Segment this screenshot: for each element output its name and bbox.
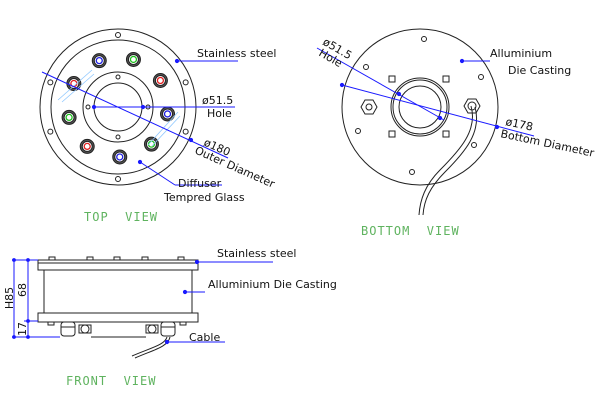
screw xyxy=(85,104,91,110)
led-green xyxy=(125,51,141,67)
bottom-view xyxy=(341,28,499,216)
screw xyxy=(115,176,121,182)
top-glass-label: Tempred Glass xyxy=(163,191,245,204)
front-body-label: Alluminium Die Casting xyxy=(208,278,337,291)
led-red xyxy=(79,138,95,154)
bolt-head xyxy=(177,256,185,261)
dim-upper-height: 68 xyxy=(16,283,29,297)
dim-lower-height: 17 xyxy=(16,322,29,336)
front-cable-edge xyxy=(134,336,171,359)
screw xyxy=(182,128,189,135)
foot-left xyxy=(47,321,55,326)
led-red xyxy=(66,76,82,92)
screw xyxy=(409,169,415,175)
foot-right xyxy=(179,321,187,326)
rim-screws xyxy=(47,32,189,182)
screw xyxy=(47,128,54,135)
cable xyxy=(418,105,473,216)
right-valve xyxy=(147,324,157,334)
front-cable xyxy=(131,336,168,357)
led-blue xyxy=(160,106,176,122)
bolt-head xyxy=(113,256,121,261)
front-view-title: FRONT VIEW xyxy=(66,374,156,388)
bottom-screws xyxy=(355,36,484,175)
led-green xyxy=(61,109,77,125)
hex-nut xyxy=(360,99,378,115)
led-green xyxy=(143,136,159,152)
tab xyxy=(388,130,396,138)
top-hole-dim: ø51.5 xyxy=(202,94,233,107)
left-valve-body xyxy=(78,324,92,334)
screw xyxy=(478,74,484,80)
screw xyxy=(115,74,121,80)
glass-hatch xyxy=(57,69,181,147)
hex-nut-hole xyxy=(365,103,373,111)
screw xyxy=(182,79,189,86)
top-plate xyxy=(37,259,199,271)
ring-tabs xyxy=(388,75,450,138)
tab xyxy=(442,130,450,138)
tab xyxy=(442,75,450,83)
bolt-head xyxy=(86,256,94,261)
top-stainless-label: Stainless steel xyxy=(197,47,276,60)
top-view xyxy=(39,28,197,186)
top-view-title: TOP VIEW xyxy=(84,210,158,224)
right-gland xyxy=(160,321,176,337)
screw xyxy=(471,142,477,148)
screw xyxy=(47,79,54,86)
tab xyxy=(388,75,396,83)
bottom-ring-mid xyxy=(392,79,448,135)
bottom-plate xyxy=(37,312,199,323)
led-blue xyxy=(91,53,107,69)
bottom-leaders xyxy=(316,47,535,137)
cable-edge xyxy=(422,106,477,216)
bottom-dim: ø178 xyxy=(504,115,534,133)
screw xyxy=(363,64,369,70)
top-bolts xyxy=(48,256,185,261)
led-array xyxy=(61,51,176,165)
bottom-ring-outer xyxy=(390,77,450,137)
front-stainless-label: Stainless steel xyxy=(217,247,296,260)
body xyxy=(43,269,193,314)
led-red xyxy=(152,73,168,89)
screw xyxy=(115,134,121,140)
bottom-material-2: Die Casting xyxy=(508,64,571,77)
top-diffuser-label: Diffuser xyxy=(178,177,222,190)
dim-total-height: H85 xyxy=(3,287,16,309)
bottom-hole xyxy=(398,85,442,129)
bolt-head xyxy=(48,256,56,261)
top-hole-label: Hole xyxy=(207,107,232,120)
front-leaders xyxy=(12,258,273,345)
bottom-diameter-label: Bottom Diameter xyxy=(499,127,595,160)
screw xyxy=(421,36,427,42)
bottom-rim xyxy=(341,28,499,186)
left-valve xyxy=(80,324,90,334)
front-cable-label: Cable xyxy=(189,331,220,344)
bottom-view-title: BOTTOM VIEW xyxy=(361,224,460,238)
screw xyxy=(115,32,121,38)
right-valve-body xyxy=(145,324,159,334)
bolt-head xyxy=(141,256,149,261)
top-leaders xyxy=(41,58,238,186)
screw xyxy=(355,128,361,134)
front-view xyxy=(37,256,199,359)
bottom-material-1: Alluminium xyxy=(490,47,552,60)
left-gland xyxy=(60,321,76,337)
led-blue xyxy=(112,149,128,165)
